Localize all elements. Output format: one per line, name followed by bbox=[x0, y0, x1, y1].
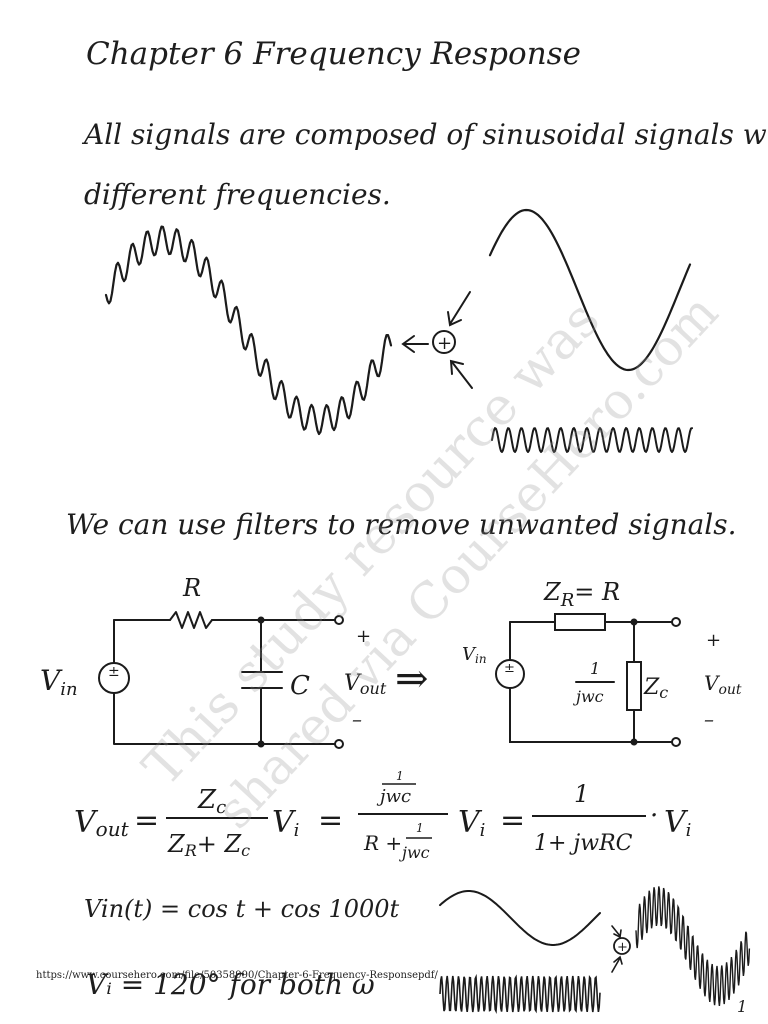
vi-3: Vi bbox=[664, 805, 691, 841]
left-rc-circuit bbox=[98, 611, 344, 749]
page-number: 1 bbox=[737, 997, 748, 1016]
zc-label: Zc bbox=[643, 675, 668, 702]
source-plus-right: ± bbox=[504, 661, 515, 676]
adder-circle bbox=[432, 330, 456, 354]
rc-circuits: ± R C Vin Vout + – ⇒ ± ZR= R Vin 1 jwc bbox=[40, 574, 742, 749]
arrow-from-high-wave bbox=[449, 359, 473, 389]
vin-label-left: Vin bbox=[40, 664, 78, 700]
minus-left: – bbox=[352, 707, 362, 731]
frac2-num-top: 1 bbox=[396, 770, 404, 783]
frac2-num-bottom: jwc bbox=[376, 786, 411, 807]
bottom-adder-plus: + bbox=[617, 940, 628, 955]
intro-text-line-1: All signals are composed of sinusoidal s… bbox=[84, 118, 768, 151]
minus-right: – bbox=[704, 707, 714, 731]
plus-right: + bbox=[706, 630, 721, 651]
source-plus-left: ± bbox=[108, 664, 120, 680]
adder-plus: + bbox=[437, 333, 452, 354]
frac1-numerator: Zc bbox=[197, 785, 226, 818]
equals-3: = bbox=[500, 803, 525, 838]
zr-resistor-box bbox=[554, 613, 606, 631]
right-impedance-circuit bbox=[495, 613, 681, 747]
vi-2: Vi bbox=[458, 805, 485, 841]
bottom-sine bbox=[439, 890, 601, 946]
equals-2: = bbox=[318, 803, 343, 838]
zc-fraction-den: jwc bbox=[573, 687, 604, 706]
output-terminal-bottom-left bbox=[334, 739, 344, 749]
output-terminal-bottom-right bbox=[671, 737, 681, 747]
frac2-den-top: 1 bbox=[416, 821, 424, 835]
vout-label-left: Vout bbox=[344, 671, 387, 698]
bottom-waveforms: + bbox=[439, 886, 751, 1014]
output-terminal-top-right bbox=[671, 617, 681, 627]
frac3-numerator: 1 bbox=[574, 780, 589, 808]
low-frequency-sine bbox=[488, 208, 692, 372]
vout-label-right: Vout bbox=[704, 671, 742, 698]
vout-equation: Vout = Zc ZR+ Zc Vi = 1 jwc R + 1 jwc Vi… bbox=[74, 770, 691, 862]
source-circle-left bbox=[98, 662, 130, 694]
source-url: https://www.coursehero.com/file/50358990… bbox=[36, 970, 438, 981]
resistor-zigzag bbox=[169, 611, 213, 629]
signal-composition-sketch: + bbox=[104, 208, 693, 453]
intro-text-line-2: different frequencies. bbox=[84, 178, 391, 211]
frac2-den-bottom: jwc bbox=[399, 843, 430, 862]
vi-1: Vi bbox=[272, 805, 299, 841]
output-terminal-top-left bbox=[334, 615, 344, 625]
frac2-den: R + bbox=[363, 831, 402, 855]
dot: · bbox=[650, 801, 658, 831]
vin-label-right: Vin bbox=[462, 644, 487, 666]
vout-lhs: Vout bbox=[74, 805, 130, 841]
arrow-to-composite bbox=[401, 335, 429, 353]
resistor-label: R bbox=[182, 574, 201, 602]
implies-arrow: ⇒ bbox=[395, 656, 429, 702]
arrow-from-sine bbox=[447, 291, 471, 327]
bottom-arrows bbox=[611, 925, 623, 973]
zr-label: ZR= R bbox=[543, 578, 620, 611]
page-title: Chapter 6 Frequency Response bbox=[86, 36, 581, 72]
frac3-denominator: 1+ jwRC bbox=[534, 831, 633, 856]
composite-signal-wave bbox=[104, 225, 393, 436]
source-circle-right bbox=[495, 659, 525, 689]
vin-time-equation: Vin(t) = cos t + cos 1000t bbox=[84, 895, 400, 923]
capacitor-label: C bbox=[290, 671, 310, 701]
bottom-adder-circle bbox=[613, 937, 631, 955]
plus-left: + bbox=[356, 626, 371, 647]
vi-phasor-equation: Vᵢ = 120° for both ω bbox=[86, 968, 375, 1001]
filters-text: We can use filters to remove unwanted si… bbox=[66, 508, 737, 541]
zc-capacitor-box bbox=[626, 661, 642, 711]
bottom-composite-wave bbox=[635, 886, 751, 1006]
equals-1: = bbox=[134, 803, 159, 838]
bottom-high-frequency bbox=[439, 973, 601, 1014]
zc-fraction-num: 1 bbox=[590, 659, 600, 678]
high-frequency-wave bbox=[491, 427, 693, 453]
frac1-denominator: ZR+ Zc bbox=[167, 830, 250, 860]
